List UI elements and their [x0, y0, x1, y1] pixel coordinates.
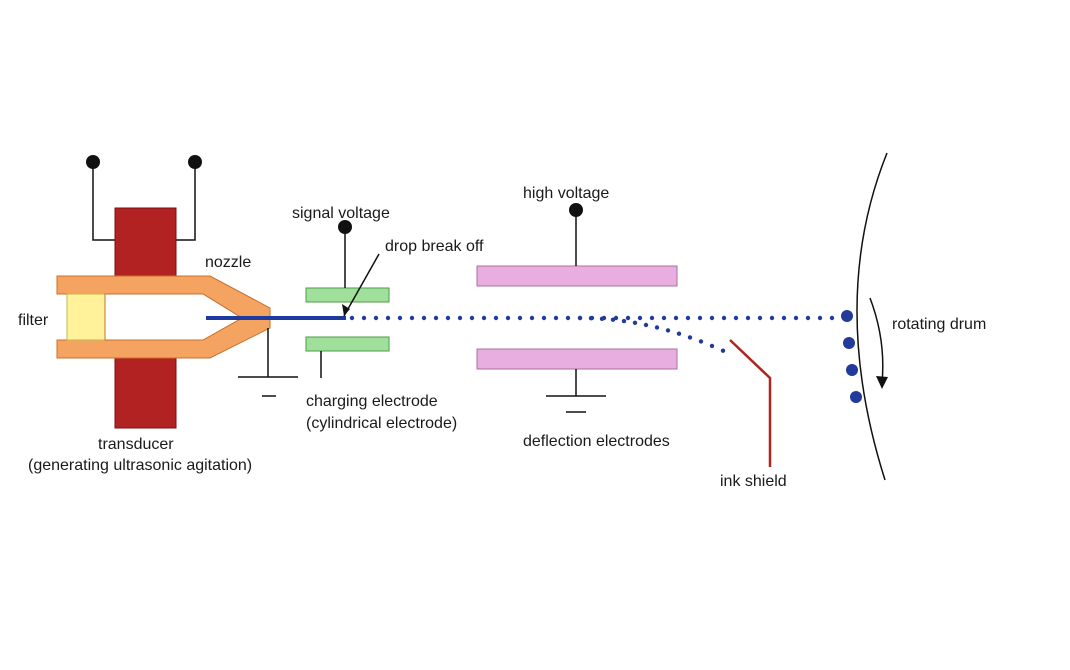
- signal-voltage-label: signal voltage: [292, 205, 390, 222]
- filter: [66, 293, 106, 341]
- ink-droplet: [720, 348, 726, 353]
- charging-electrode-sublabel: (cylindrical electrode): [306, 415, 457, 432]
- ink-droplet: [805, 315, 811, 321]
- ink-droplet: [481, 315, 487, 321]
- drop-break-off-label: drop break off: [385, 238, 484, 255]
- transducer-wire-left: [92, 162, 115, 241]
- charging-electrode-top: [305, 287, 390, 303]
- ink-droplet: [698, 339, 704, 344]
- ink-droplet: [769, 315, 775, 321]
- charging-electrode-bottom: [305, 336, 390, 352]
- ink-droplet: [373, 315, 379, 321]
- ink-droplet: [685, 315, 691, 321]
- ink-shield-label: ink shield: [720, 473, 787, 490]
- deflection-electrode-bottom: [476, 348, 678, 370]
- ink-droplet: [829, 315, 835, 321]
- printed-dot: [841, 310, 853, 322]
- printed-dot: [850, 391, 862, 403]
- ink-droplet: [577, 315, 583, 321]
- ink-droplet: [565, 315, 571, 321]
- ink-droplet: [529, 315, 535, 321]
- charging-electrode: [305, 220, 390, 378]
- ink-droplet: [661, 315, 667, 321]
- ink-droplet: [687, 335, 693, 340]
- drum-rotation-arrow: [869, 297, 888, 389]
- ink-droplet: [421, 315, 427, 321]
- ink-droplet: [665, 328, 671, 333]
- ink-droplet: [625, 315, 631, 321]
- ink-droplet: [553, 315, 559, 321]
- ink-droplet: [349, 315, 355, 321]
- ink-droplet: [361, 315, 367, 321]
- nozzle-label: nozzle: [205, 254, 251, 271]
- ink-droplet: [610, 317, 616, 322]
- ink-droplet: [709, 343, 715, 349]
- ink-droplet: [588, 316, 594, 321]
- charging-electrode-label: charging electrode: [306, 393, 438, 410]
- ink-droplet: [599, 316, 605, 321]
- ink-droplet: [757, 315, 763, 321]
- ink-droplet: [781, 315, 787, 321]
- ink-shield: [729, 339, 772, 467]
- ink-droplet: [676, 331, 682, 336]
- drop-break-off-arrow: [342, 253, 380, 317]
- transducer-wire-right: [176, 162, 196, 241]
- rotating-drum-label: rotating drum: [892, 316, 986, 333]
- nozzle-ground: [238, 328, 298, 397]
- rotating-drum: [856, 152, 888, 481]
- printed-dots: [841, 310, 862, 403]
- ink-droplet: [643, 322, 649, 328]
- deflection-electrodes: [476, 203, 678, 413]
- ink-droplet: [654, 325, 660, 330]
- ink-droplet: [409, 315, 415, 321]
- ink-droplet: [621, 318, 627, 324]
- ink-droplet: [793, 315, 799, 321]
- ink-droplet: [445, 315, 451, 321]
- ink-droplet: [709, 315, 715, 321]
- ink-droplet: [469, 315, 475, 321]
- ink-droplet: [733, 315, 739, 321]
- ink-droplet: [649, 315, 655, 321]
- ink-droplet: [517, 315, 523, 321]
- transducer-terminals: [86, 155, 202, 241]
- ink-droplet: [397, 315, 403, 321]
- ink-droplet: [433, 315, 439, 321]
- ink-droplet: [673, 315, 679, 321]
- deflected-droplet-stream: [577, 315, 726, 353]
- deflection-electrode-top: [476, 265, 678, 287]
- ink-droplet: [637, 315, 643, 321]
- printed-dot: [843, 337, 855, 349]
- ink-droplet: [721, 315, 727, 321]
- ink-droplet: [817, 315, 823, 321]
- high-voltage-label: high voltage: [523, 185, 609, 202]
- ink-droplet: [505, 315, 511, 321]
- filter-label: filter: [18, 312, 49, 329]
- ink-droplet: [493, 315, 499, 321]
- ink-droplet: [541, 315, 547, 321]
- transducer-sublabel: (generating ultrasonic agitation): [28, 457, 252, 474]
- transducer-label: transducer: [98, 436, 174, 453]
- deflection-electrodes-label: deflection electrodes: [523, 433, 670, 450]
- ink-droplet: [745, 315, 751, 321]
- ink-droplet: [457, 315, 463, 321]
- ink-droplet: [385, 315, 391, 321]
- nozzle-channel: [104, 293, 243, 341]
- printed-dot: [846, 364, 858, 376]
- ink-droplet: [697, 315, 703, 321]
- ink-droplet: [632, 320, 638, 325]
